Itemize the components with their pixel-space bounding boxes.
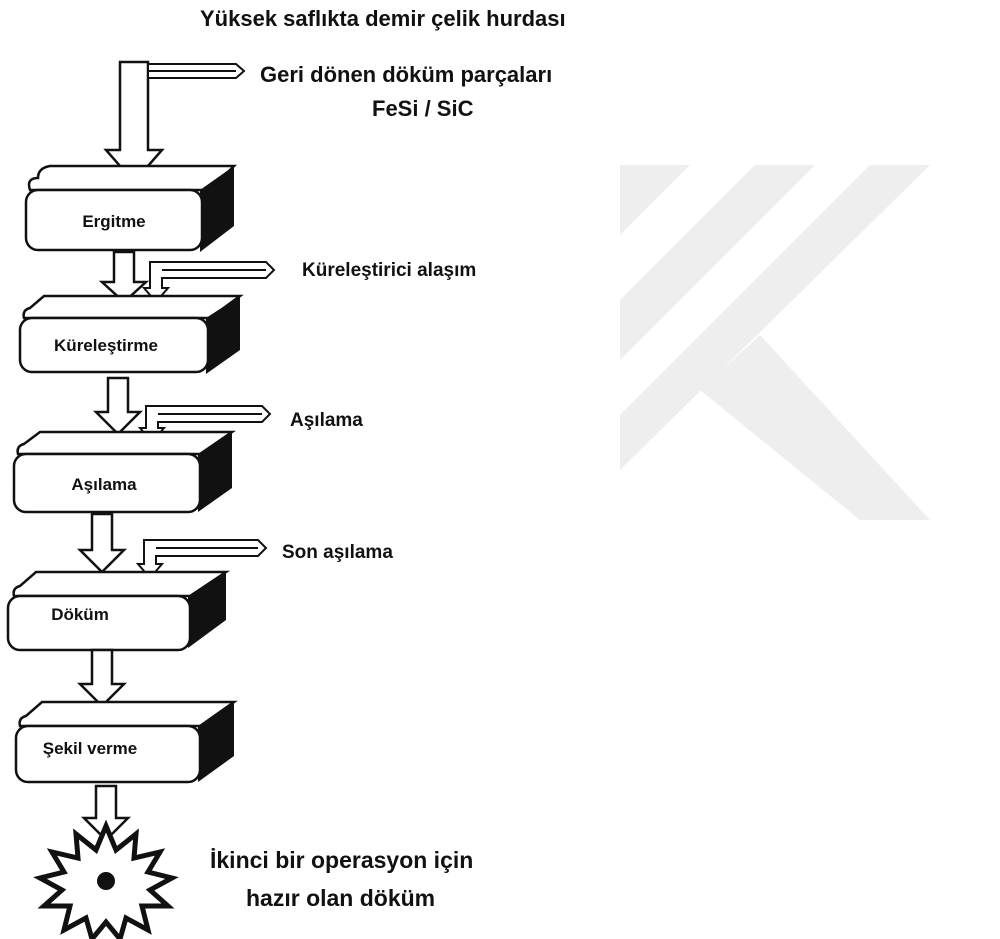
step-box-sekil-verme (14, 700, 238, 784)
late-inoculant-feed-arrow (135, 539, 268, 580)
flow-arrow-3 (76, 512, 128, 574)
inoculant-label: Aşılama (290, 410, 363, 431)
step-label-sekil-verme: Şekil verme (43, 739, 138, 758)
inoculant-feed-arrow (137, 405, 272, 444)
output-label-line2: hazır olan döküm (246, 885, 435, 911)
main-input-arrow (103, 60, 165, 184)
step-box-ergitme (24, 164, 238, 252)
step-box-asilama (12, 430, 237, 514)
flow-arrow-2 (92, 376, 144, 436)
step-label-ergitme: Ergitme (82, 212, 145, 231)
output-center-dot (97, 872, 115, 890)
nodularizer-label: Küreleştirici alaşım (302, 260, 476, 281)
top-input-label: Yüksek saflıkta demir çelik hurdası (200, 6, 566, 31)
fesi-sic-label: FeSi / SiC (372, 96, 474, 121)
step-label-asilama: Aşılama (71, 475, 137, 494)
late-inoculant-label: Son aşılama (282, 542, 393, 563)
return-feed-arrow (147, 63, 246, 79)
output-starburst (33, 819, 179, 939)
flow-arrow-1 (98, 250, 150, 304)
step-box-dokum (6, 570, 231, 652)
step-box-kurelestirme (18, 294, 244, 374)
step-label-dokum: Döküm (51, 605, 109, 624)
return-input-label: Geri dönen döküm parçaları (260, 62, 552, 87)
output-label-line1: İkinci bir operasyon için (210, 847, 473, 873)
flow-arrow-5 (80, 784, 132, 842)
step-label-kurelestirme: Küreleştirme (54, 336, 158, 355)
watermark-logo (620, 165, 930, 520)
flow-arrow-4 (76, 648, 128, 708)
nodularizer-feed-arrow (141, 261, 276, 304)
